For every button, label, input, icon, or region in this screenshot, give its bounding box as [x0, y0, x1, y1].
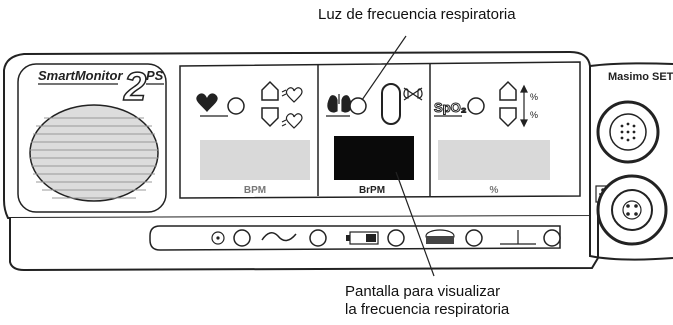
callout-respiratory-rate-display-line2: la frecuencia respiratoria [345, 301, 510, 318]
lungs-crossed-icon [403, 87, 423, 101]
respiration-button[interactable] [381, 83, 401, 125]
spo2-alarm-range-icon [520, 84, 528, 128]
button-strip [149, 225, 561, 251]
spo2-indicator-light [467, 97, 485, 115]
callout-line-display [395, 171, 435, 277]
heart-rate-display [200, 140, 310, 180]
spo2-display [438, 140, 550, 180]
brand-logo: SmartMonitor 2 PS [38, 64, 164, 110]
sensor-module: Masimo SET [595, 71, 673, 246]
respiratory-rate-display-label: BrPM [359, 185, 385, 196]
lungs-icon [327, 94, 352, 113]
spo2-display-label: % [490, 185, 499, 196]
power-icon [211, 231, 225, 245]
heart-rate-display-label: BPM [244, 185, 266, 196]
speaker [17, 63, 167, 213]
callout-respiratory-rate-light: Luz de frecuencia respiratoria [318, 6, 516, 23]
spo2-low-unit: % [530, 110, 538, 120]
sensor-brand: Masimo SET [608, 71, 673, 83]
callout-line-light [361, 35, 407, 101]
brand-name: SmartMonitor [38, 68, 123, 83]
respiration-panel: BrPM [326, 83, 423, 196]
battery-icon [346, 231, 379, 245]
respiratory-rate-light [349, 97, 367, 115]
pause-button[interactable] [543, 229, 561, 247]
model-suffix: PS [146, 68, 164, 83]
power-button[interactable] [233, 229, 251, 247]
heart-icon [196, 93, 218, 112]
spo2-panel: SpO₂ % % % [434, 80, 550, 196]
battery-button[interactable] [387, 229, 405, 247]
pause-icon [500, 230, 536, 245]
heart-alarm-down-button[interactable] [261, 107, 279, 128]
waveform-button[interactable] [309, 229, 327, 247]
spo2-icon: SpO₂ [434, 100, 467, 115]
spo2-high-unit: % [530, 92, 538, 102]
waveform-icon [261, 232, 297, 242]
respiratory-rate-display [334, 136, 414, 180]
display-button[interactable] [465, 229, 483, 247]
heart-panel: BPM [196, 80, 310, 196]
heart-alarm-low-icon [281, 113, 303, 129]
heart-alarm-high-icon [281, 87, 303, 103]
model-number: 2 [123, 65, 146, 109]
callout-respiratory-rate-display-line1: Pantalla para visualizar [345, 283, 501, 300]
spo2-alarm-up-button[interactable] [499, 80, 517, 101]
spo2-alarm-down-button[interactable] [499, 107, 517, 128]
heart-indicator-light [227, 97, 245, 115]
display-icon [425, 229, 455, 244]
heart-alarm-up-button[interactable] [261, 80, 279, 101]
